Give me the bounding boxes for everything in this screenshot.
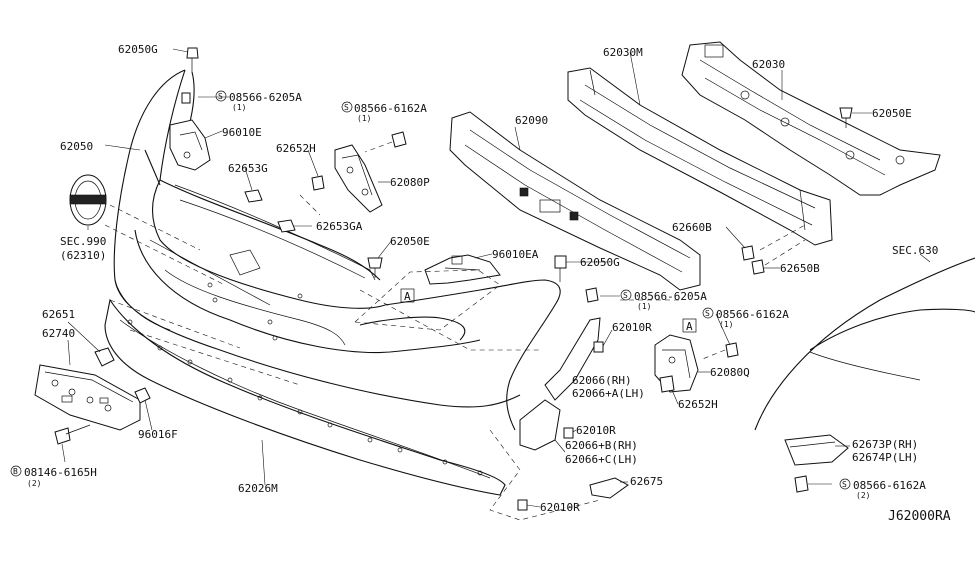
svg-text:S: S bbox=[218, 92, 223, 101]
part-62653ga bbox=[277, 219, 296, 233]
part-labels: 62050G S 08566-6205A (1) 96010E 62050 62… bbox=[10, 43, 951, 524]
label-qty-1b: (1) bbox=[357, 114, 371, 123]
nut-62660b bbox=[741, 245, 755, 261]
screw-62010r-a bbox=[593, 341, 604, 353]
label-08566-6162a-top: 08566-6162A bbox=[354, 102, 427, 115]
label-62080p: 62080P bbox=[390, 176, 430, 189]
label-62675: 62675 bbox=[630, 475, 663, 488]
label-qty-2a: (2) bbox=[27, 479, 41, 488]
clip-62651 bbox=[94, 347, 115, 367]
screw-6205a-mid bbox=[585, 287, 599, 303]
callout-a-label-1: A bbox=[404, 290, 411, 303]
label-62010r-b: 62010R bbox=[576, 424, 616, 437]
label-62050e-mid: 62050E bbox=[390, 235, 430, 248]
screw-6162a-bot bbox=[794, 475, 809, 493]
label-62066b-rh: 62066+B(RH) bbox=[565, 439, 638, 452]
svg-text:S: S bbox=[842, 480, 847, 489]
bracket-62673p bbox=[784, 434, 849, 466]
callout-a-label-2: A bbox=[686, 320, 693, 333]
label-08566-6205a-mid: 08566-6205A bbox=[634, 290, 707, 303]
bolt-08146 bbox=[54, 424, 91, 445]
bracket-62080p bbox=[334, 144, 383, 213]
label-62740: 62740 bbox=[42, 327, 75, 340]
part-62652h-mid bbox=[659, 375, 675, 393]
callout-a-1: A bbox=[400, 288, 415, 303]
label-62660b: 62660B bbox=[672, 221, 712, 234]
clip-62050g-top bbox=[186, 47, 199, 59]
label-96016f: 96016F bbox=[138, 428, 178, 441]
nissan-emblem bbox=[69, 174, 107, 226]
label-sec630: SEC.630 bbox=[892, 244, 938, 257]
svg-text:S: S bbox=[623, 291, 628, 300]
label-62066a-lh: 62066+A(LH) bbox=[572, 387, 645, 400]
label-62010r-c: 62010R bbox=[540, 501, 580, 514]
bracket-96010ea bbox=[424, 254, 501, 285]
screw-top bbox=[181, 92, 191, 104]
label-62673p: 62673P(RH) bbox=[852, 438, 918, 451]
diagram-code: J62000RA bbox=[888, 509, 951, 524]
bracket-96010e bbox=[169, 119, 211, 171]
label-62050g-mid: 62050G bbox=[580, 256, 620, 269]
license-plate-bracket bbox=[34, 364, 141, 431]
label-62653ga: 62653GA bbox=[316, 220, 363, 233]
absorber-62030m bbox=[567, 67, 833, 246]
label-62026m: 62026M bbox=[238, 482, 278, 495]
label-62050: 62050 bbox=[60, 140, 93, 153]
clip-62050e-right bbox=[839, 107, 853, 128]
svg-text:S: S bbox=[344, 103, 349, 112]
label-62066c-lh: 62066+C(LH) bbox=[565, 453, 638, 466]
dashed-guides bbox=[104, 194, 680, 521]
bracket-62030 bbox=[681, 41, 941, 196]
label-62066-rh: 62066(RH) bbox=[572, 374, 632, 387]
fender-sec630 bbox=[754, 257, 975, 431]
side-piece-62066 bbox=[519, 317, 601, 451]
label-62310: (62310) bbox=[60, 249, 106, 262]
lower-spoiler bbox=[104, 298, 506, 496]
label-62010r-a: 62010R bbox=[612, 321, 652, 334]
label-62653g: 62653G bbox=[228, 162, 268, 175]
part-62653g bbox=[244, 189, 263, 203]
clip-62050g-mid bbox=[554, 255, 567, 282]
label-62674p: 62674P(LH) bbox=[852, 451, 918, 464]
label-62650b: 62650B bbox=[780, 262, 820, 275]
screw-62010r-b bbox=[563, 427, 574, 439]
svg-text:S: S bbox=[705, 309, 710, 318]
label-62050e-right: 62050E bbox=[872, 107, 912, 120]
svg-text:B: B bbox=[13, 467, 18, 476]
label-62651: 62651 bbox=[42, 308, 75, 321]
front-bumper-fascia bbox=[113, 69, 561, 431]
label-qty-1d: (1) bbox=[719, 320, 733, 329]
label-sec990: SEC.990 bbox=[60, 235, 106, 248]
label-qty-2b: (2) bbox=[856, 491, 870, 500]
part-62675 bbox=[589, 477, 629, 499]
label-qty-1a: (1) bbox=[232, 103, 246, 112]
reinforcement-62090 bbox=[449, 111, 701, 291]
label-08566-6205a-top: 08566-6205A bbox=[229, 91, 302, 104]
screw-6162a-top bbox=[364, 131, 407, 153]
clip-62050e-mid bbox=[367, 257, 383, 278]
label-62080q: 62080Q bbox=[710, 366, 750, 379]
leader-lines bbox=[61, 48, 931, 508]
label-62030m: 62030M bbox=[603, 46, 643, 59]
callout-a-2: A bbox=[682, 318, 697, 333]
label-62050g-top: 62050G bbox=[118, 43, 158, 56]
bolt-62650b bbox=[751, 259, 765, 275]
clip-96016f bbox=[134, 387, 151, 404]
label-96010ea: 96010EA bbox=[492, 248, 539, 261]
label-62652h-top: 62652H bbox=[276, 142, 316, 155]
screw-6162a-mid bbox=[699, 342, 739, 361]
label-96010e: 96010E bbox=[222, 126, 262, 139]
label-62030: 62030 bbox=[752, 58, 785, 71]
label-08566-6162a-mid: 08566-6162A bbox=[716, 308, 789, 321]
label-08566-6162a-bot: 08566-6162A bbox=[853, 479, 926, 492]
part-62652h-top bbox=[311, 175, 325, 191]
label-qty-1c: (1) bbox=[637, 302, 651, 311]
label-62652h-mid: 62652H bbox=[678, 398, 718, 411]
screw-62010r-c bbox=[517, 499, 528, 511]
label-08146-6165h: 08146-6165H bbox=[24, 466, 97, 479]
label-62090: 62090 bbox=[515, 114, 548, 127]
